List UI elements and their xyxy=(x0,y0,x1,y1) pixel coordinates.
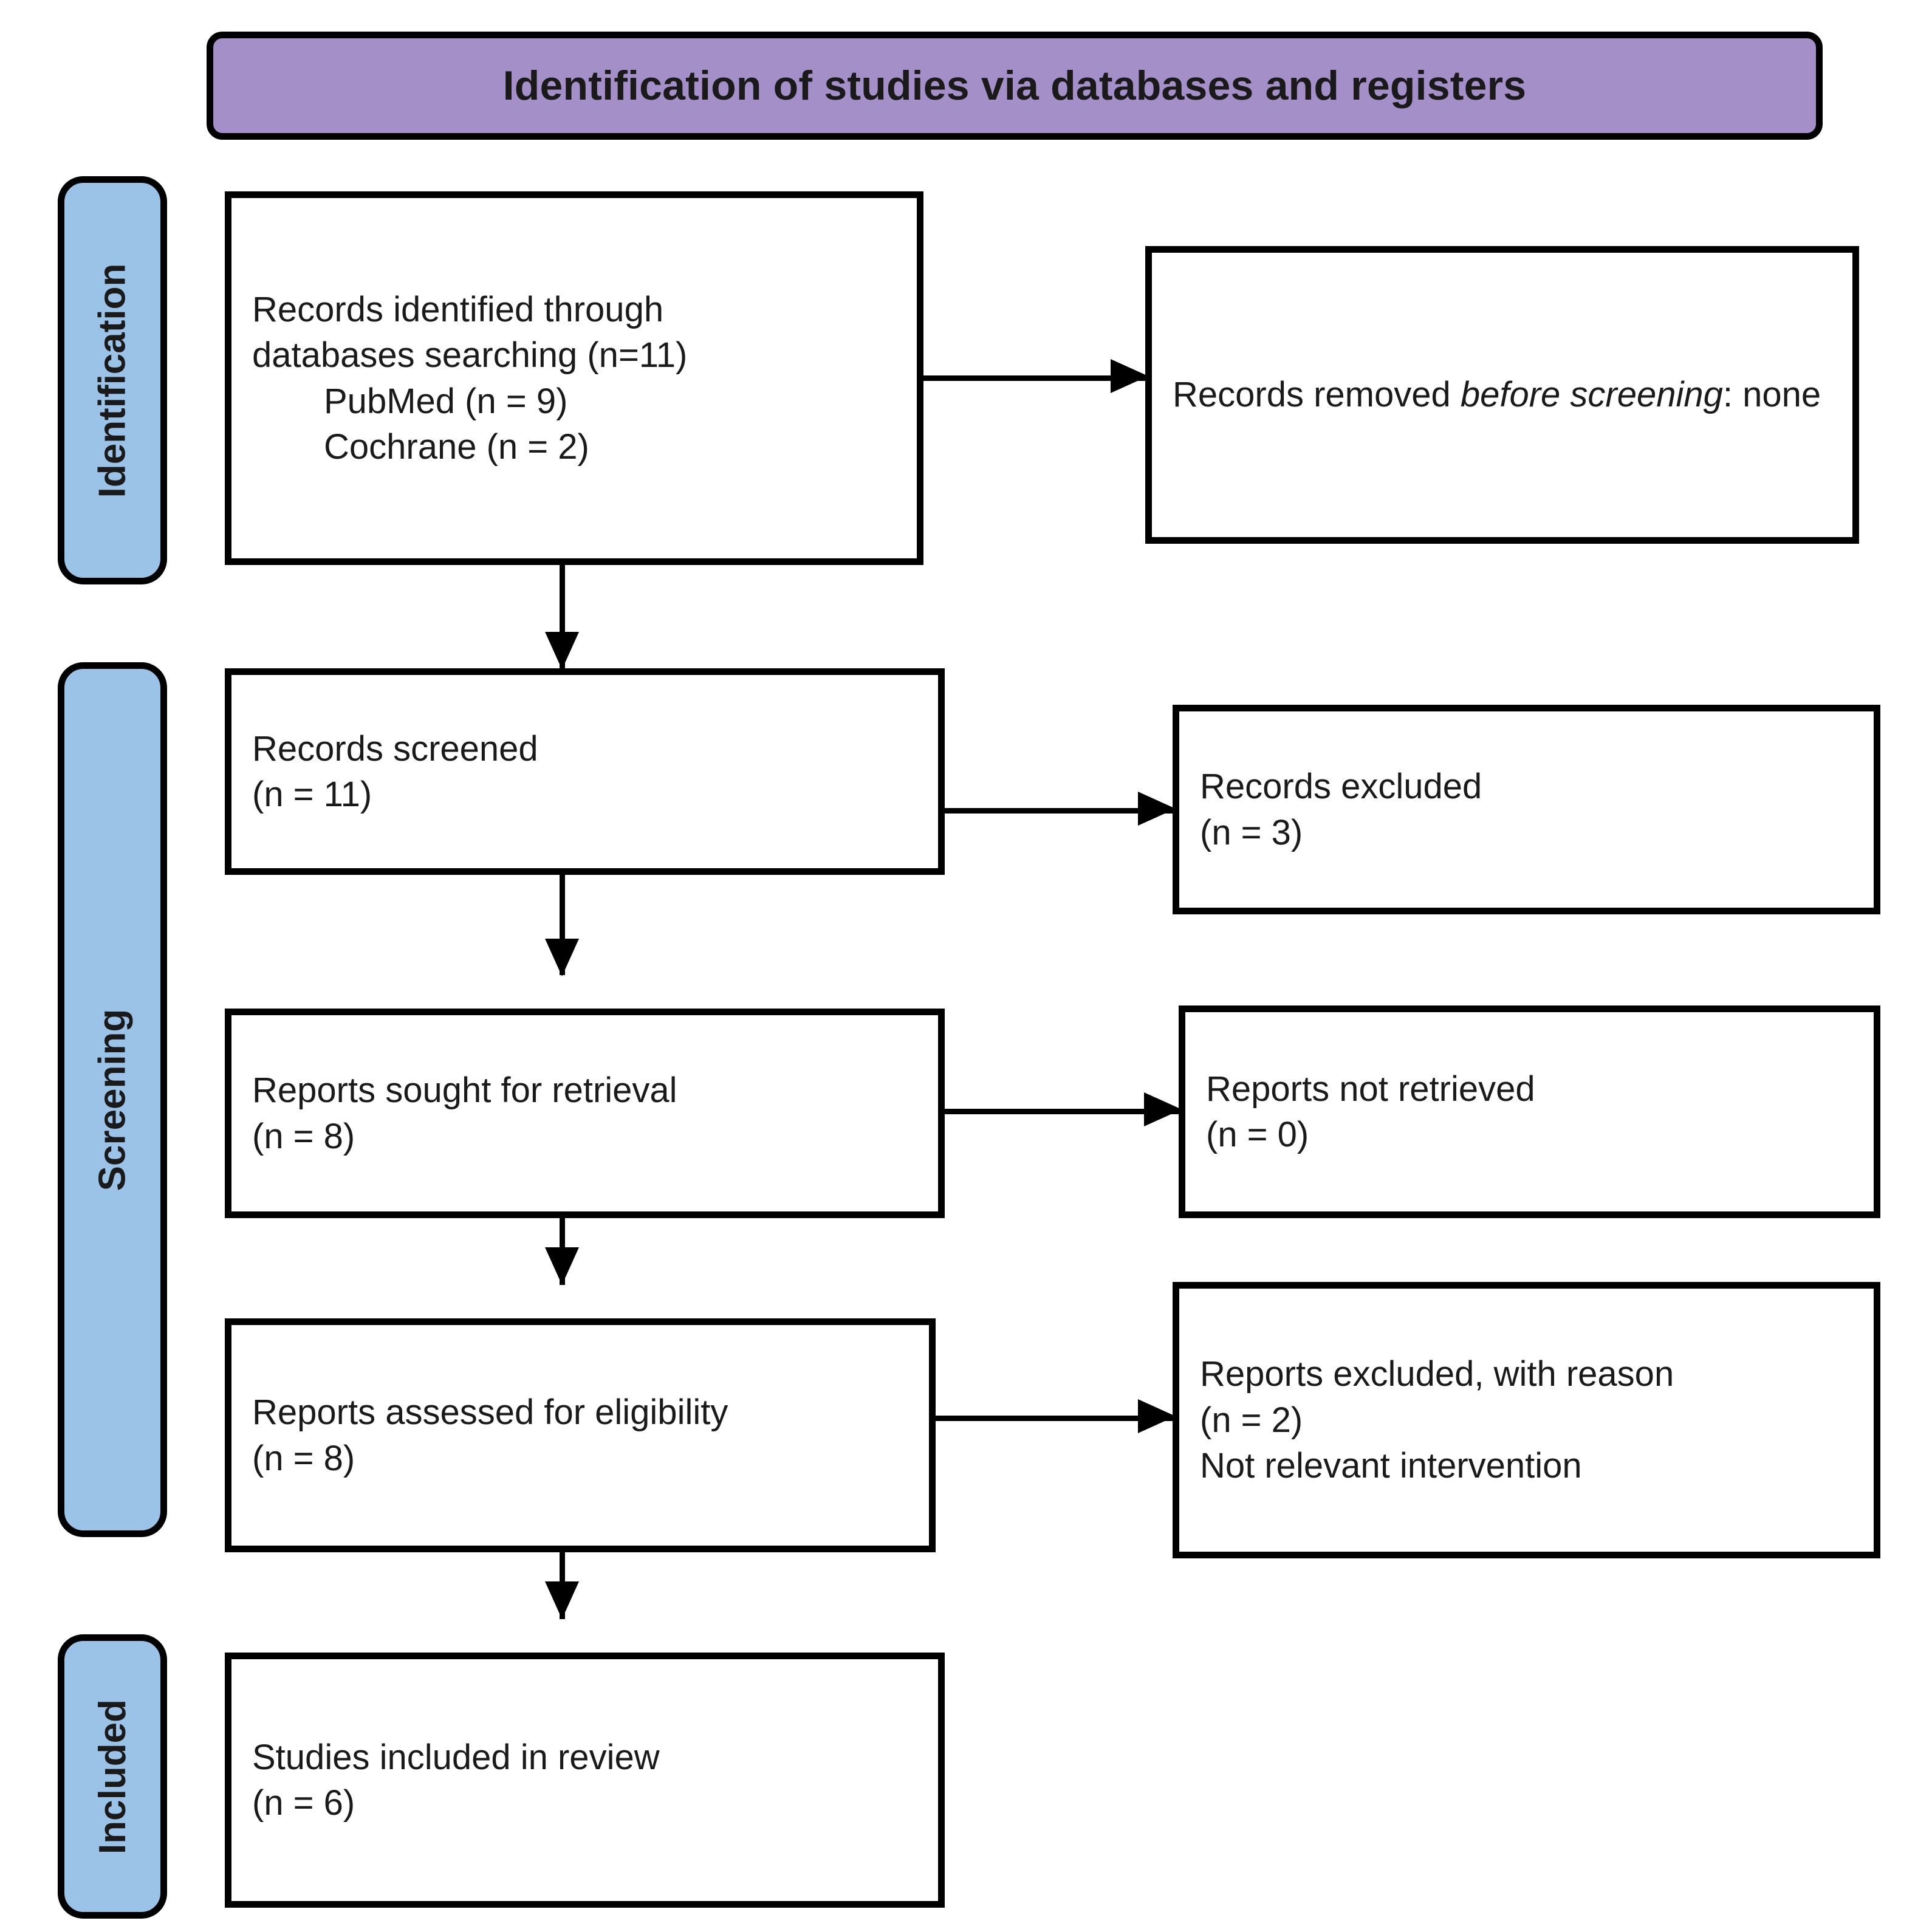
connector-line-sought-to-not-retrieved xyxy=(945,1109,1182,1114)
arrow-right-icon xyxy=(1138,792,1176,826)
arrow-down-icon xyxy=(545,1581,579,1619)
arrow-down-icon xyxy=(545,939,579,976)
removed-prefix: Records removed xyxy=(1173,375,1461,415)
connector-line-screened-to-sought xyxy=(560,875,565,975)
connector-line-screened-to-excluded xyxy=(945,808,1176,814)
box-line: databases searching (n=11) xyxy=(252,335,688,375)
box-line: Records identified through xyxy=(252,289,664,329)
box-line: Reports not retrieved xyxy=(1206,1069,1535,1109)
stage-label-identification: Identification xyxy=(91,263,134,498)
box-line-count: (n = 8) xyxy=(252,1438,355,1478)
box-line-count: (n = 0) xyxy=(1206,1115,1309,1154)
box-line-cochrane: Cochrane (n = 2) xyxy=(324,426,589,467)
box-reports-sought: Reports sought for retrieval (n = 8) xyxy=(225,1009,945,1218)
box-line: Studies included in review xyxy=(252,1737,660,1777)
removed-emphasis: before screening xyxy=(1460,375,1723,415)
box-reports-excluded-with-reason: Reports excluded, with reason (n = 2) No… xyxy=(1173,1282,1880,1558)
box-line-reason: Not relevant intervention xyxy=(1200,1446,1582,1486)
arrow-right-icon xyxy=(1144,1092,1182,1126)
stage-bar-screening: Screening xyxy=(58,662,167,1537)
diagram-header-banner: Identification of studies via databases … xyxy=(207,32,1823,140)
page-title: Identification of studies via databases … xyxy=(502,63,1527,109)
box-records-screened: Records screened (n = 11) xyxy=(225,668,945,875)
box-line-count: (n = 11) xyxy=(252,775,372,814)
arrow-right-icon xyxy=(1138,1399,1176,1433)
box-line-count: (n = 6) xyxy=(252,1783,355,1823)
box-line: Reports sought for retrieval xyxy=(252,1070,677,1111)
stage-label-screening: Screening xyxy=(91,1009,134,1191)
box-line: Records screened xyxy=(252,728,538,769)
box-records-removed: Records removed before screening: none xyxy=(1145,246,1859,544)
stage-label-included: Included xyxy=(91,1699,134,1854)
box-line: Records excluded xyxy=(1200,767,1482,807)
box-records-identified: Records identified through databases sea… xyxy=(225,191,923,565)
connector-line-identified-to-removed xyxy=(923,375,1148,381)
arrow-down-icon xyxy=(545,632,579,670)
box-line: Reports assessed for eligibility xyxy=(252,1392,728,1433)
box-line: Records removed before screening: none xyxy=(1173,372,1832,417)
stage-bar-included: Included xyxy=(58,1634,167,1919)
stage-bar-identification: Identification xyxy=(58,176,167,584)
removed-suffix: : none xyxy=(1722,375,1821,415)
box-line-count: (n = 3) xyxy=(1200,812,1303,852)
arrow-down-icon xyxy=(545,1247,579,1285)
box-records-excluded: Records excluded (n = 3) xyxy=(1173,705,1880,914)
arrow-right-icon xyxy=(1111,359,1148,393)
box-reports-not-retrieved: Reports not retrieved (n = 0) xyxy=(1179,1005,1880,1218)
box-studies-included: Studies included in review (n = 6) xyxy=(225,1653,945,1908)
connector-line-assessed-to-reasons xyxy=(936,1416,1176,1421)
box-reports-assessed: Reports assessed for eligibility (n = 8) xyxy=(225,1318,936,1552)
box-line-count: (n = 8) xyxy=(252,1116,355,1156)
box-line: Reports excluded, with reason xyxy=(1200,1354,1674,1394)
connector-line-identified-to-screened xyxy=(560,565,565,671)
box-line-count: (n = 2) xyxy=(1200,1400,1303,1440)
box-line-pubmed: PubMed (n = 9) xyxy=(324,381,568,421)
